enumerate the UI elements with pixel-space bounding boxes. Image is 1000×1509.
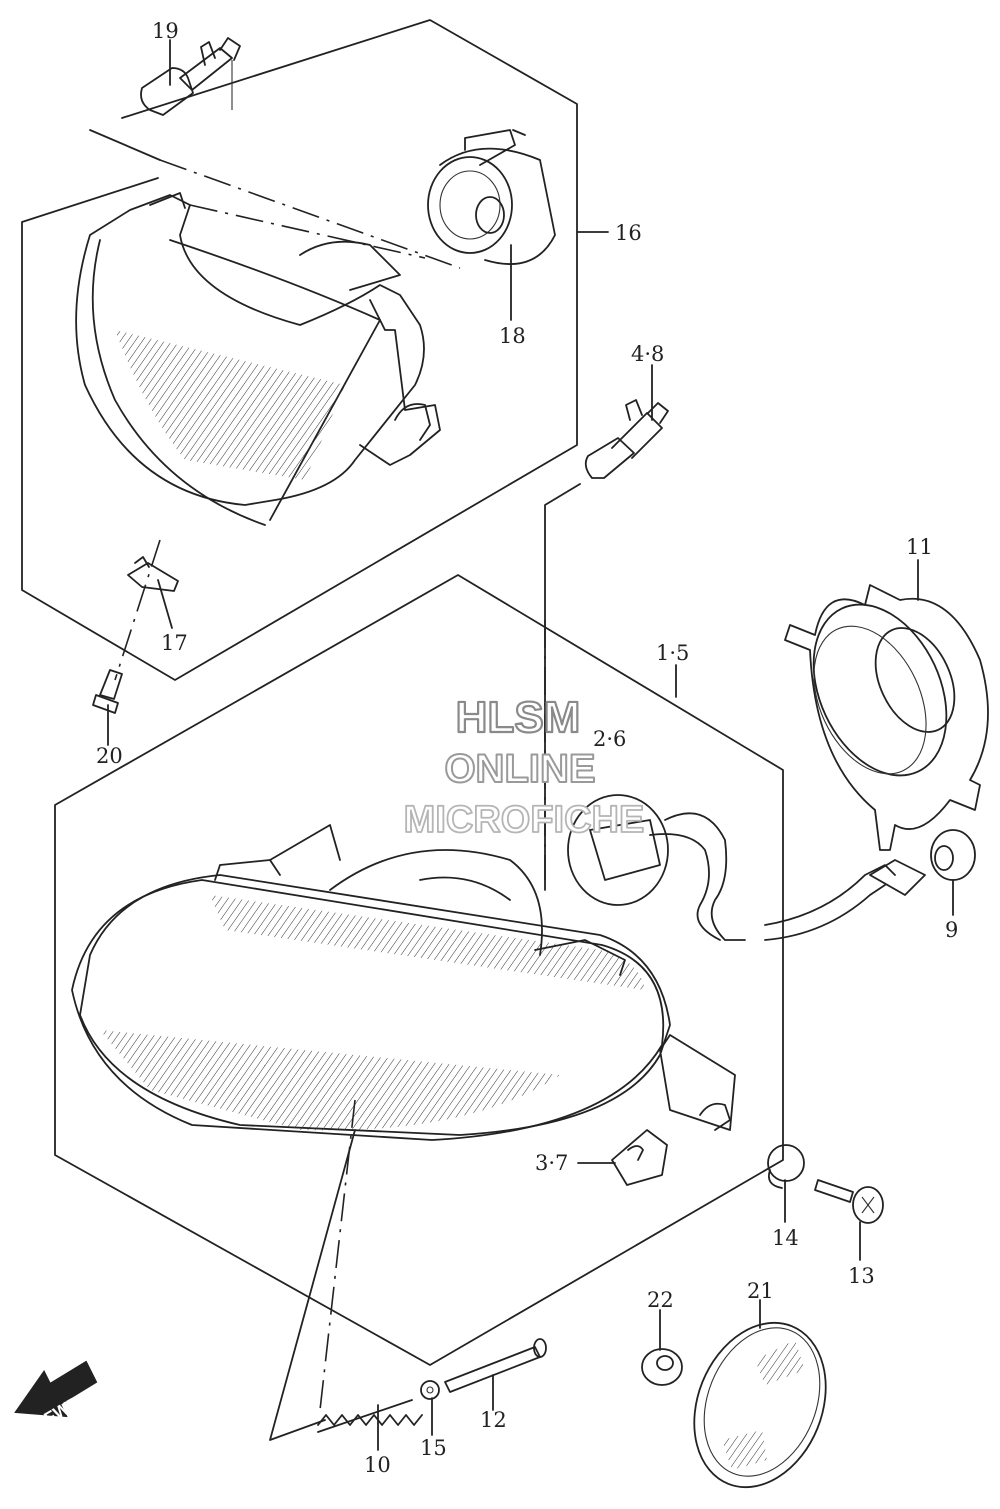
callout-11: 11 bbox=[906, 535, 933, 559]
bulb-socket-cover-icon bbox=[427, 129, 556, 265]
reflector-21-icon bbox=[693, 1321, 827, 1489]
watermark-line-3: MICROFICHE bbox=[404, 799, 645, 841]
callout-9: 9 bbox=[945, 918, 958, 942]
callout-3-7: 3·7 bbox=[535, 1151, 568, 1175]
nut-22-icon bbox=[641, 1348, 683, 1386]
watermark-line-2: ONLINE bbox=[444, 747, 595, 791]
leader-lines bbox=[107, 39, 954, 1451]
clip-17-icon bbox=[127, 556, 179, 592]
leader-dash-20 bbox=[114, 539, 161, 681]
upper-assembly-outline bbox=[21, 19, 578, 681]
callout-13: 13 bbox=[848, 1264, 875, 1288]
watermark: HLSM ONLINE MICROFICHE bbox=[403, 692, 645, 842]
headlight-bulb-upper-icon bbox=[140, 37, 241, 116]
dust-cover-11-icon bbox=[784, 584, 989, 851]
headlight-bulb-lower-icon bbox=[584, 399, 669, 479]
leader-adjuster bbox=[269, 1129, 356, 1441]
screw-13-icon bbox=[814, 1179, 884, 1224]
upper-headlight-housing-icon bbox=[75, 192, 441, 526]
callout-15: 15 bbox=[420, 1436, 447, 1460]
rubber-damper-14-icon bbox=[767, 1144, 805, 1189]
callout-20: 20 bbox=[96, 744, 123, 768]
callout-10: 10 bbox=[364, 1453, 391, 1477]
callout-18: 18 bbox=[499, 324, 526, 348]
clip-37-icon bbox=[611, 1129, 668, 1186]
callout-21: 21 bbox=[747, 1279, 774, 1303]
spring-10-icon bbox=[317, 1399, 423, 1433]
callout-19: 19 bbox=[152, 19, 179, 43]
callout-12: 12 bbox=[480, 1408, 507, 1432]
socket-harness-icon bbox=[567, 794, 926, 941]
callout-17: 17 bbox=[161, 631, 188, 655]
washer-15-icon bbox=[420, 1380, 440, 1400]
adjust-screw-12-icon bbox=[444, 1338, 547, 1393]
fwd-arrow-icon bbox=[14, 1360, 98, 1418]
lower-assembly-outline bbox=[54, 574, 784, 1366]
callout-1-5: 1·5 bbox=[656, 641, 689, 665]
callout-4-8: 4·8 bbox=[631, 342, 664, 366]
callout-22: 22 bbox=[647, 1288, 674, 1312]
watermark-line-1: HLSM bbox=[456, 693, 581, 742]
lower-headlight-housing-icon bbox=[71, 824, 736, 1141]
callout-2-6: 2·6 bbox=[593, 727, 626, 751]
bolt-20-icon bbox=[92, 669, 123, 714]
callout-16: 16 bbox=[615, 221, 642, 245]
callout-14: 14 bbox=[772, 1226, 799, 1250]
grommet-9-icon bbox=[930, 829, 976, 881]
